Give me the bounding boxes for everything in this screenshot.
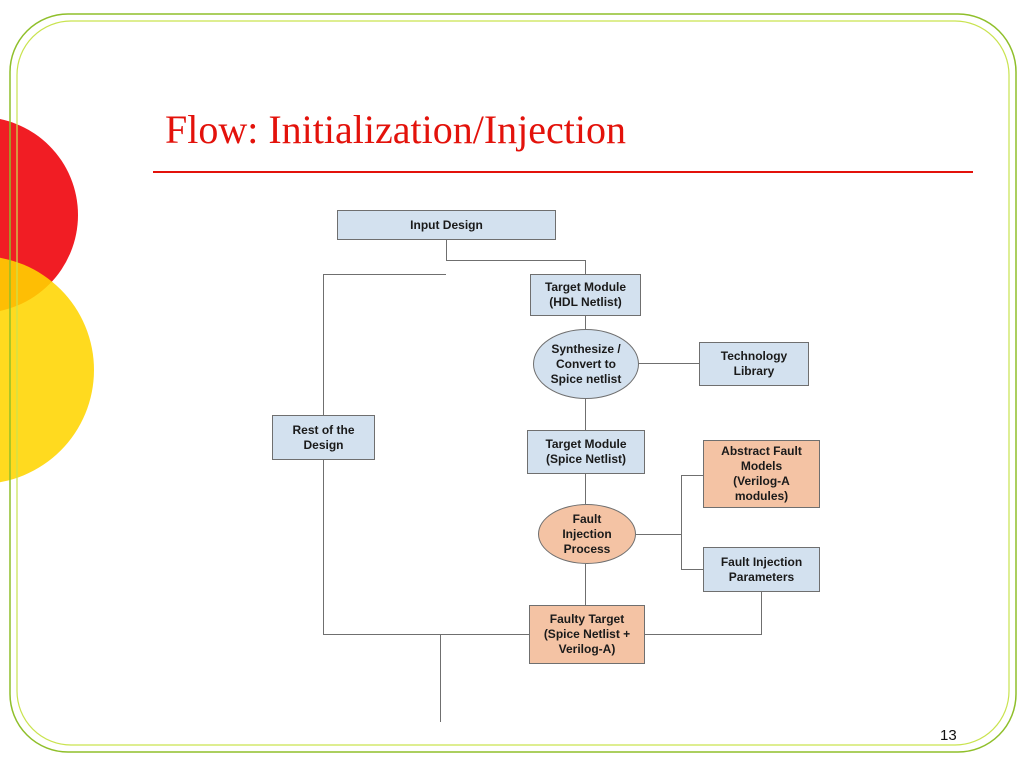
connector-to-target-hdl — [585, 260, 586, 274]
connector-params-to-faulty — [645, 634, 762, 635]
connector-hdl-to-synth — [585, 316, 586, 330]
yellow-circle-decoration — [0, 257, 94, 483]
connector-to-rest — [323, 274, 324, 415]
connector-input-left — [323, 274, 446, 275]
connector-input-down — [446, 240, 447, 260]
connector-to-abstract — [681, 475, 703, 476]
connector-rest-down — [323, 460, 324, 635]
node-fault-injection-process: Fault Injection Process — [538, 504, 636, 564]
node-faulty-target: Faulty Target (Spice Netlist + Verilog-A… — [529, 605, 645, 664]
node-fault-injection-parameters: Fault Injection Parameters — [703, 547, 820, 592]
node-rest-of-design: Rest of the Design — [272, 415, 375, 460]
page-title: Flow: Initialization/Injection — [165, 107, 627, 152]
red-circle-decoration — [0, 119, 78, 311]
connector-fip-right — [636, 534, 682, 535]
connector-to-params — [681, 569, 703, 570]
node-synthesize: Synthesize / Convert to Spice netlist — [533, 329, 639, 399]
connector-spice-to-fip — [585, 474, 586, 504]
outer-frame-border — [9, 13, 1017, 753]
connector-params-down — [761, 592, 762, 635]
node-input-design: Input Design — [337, 210, 556, 240]
inner-frame-border — [16, 20, 1010, 746]
page-number: 13 — [940, 727, 957, 744]
connector-rest-to-faulty — [323, 634, 529, 635]
connector-synth-to-spice — [585, 398, 586, 430]
node-technology-library: Technology Library — [699, 342, 809, 386]
connector-synth-to-tech — [638, 363, 699, 364]
node-target-module-hdl: Target Module (HDL Netlist) — [530, 274, 641, 316]
node-target-module-spice: Target Module (Spice Netlist) — [527, 430, 645, 474]
connector-input-right — [446, 260, 586, 261]
connector-fip-to-faulty — [585, 564, 586, 605]
connector-fault-branch — [681, 475, 682, 570]
title-underline — [153, 171, 973, 173]
node-abstract-fault-models: Abstract Fault Models (Verilog-A modules… — [703, 440, 820, 508]
connector-output-down — [440, 635, 441, 722]
